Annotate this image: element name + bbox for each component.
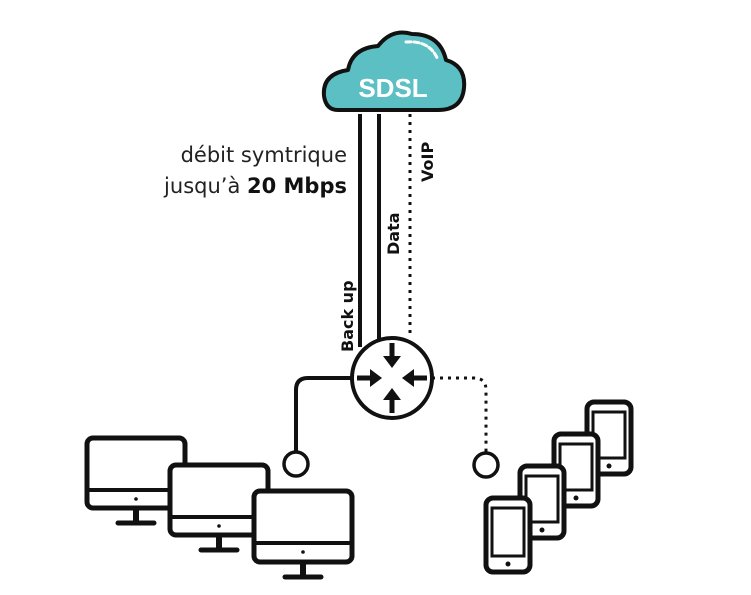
- voip-port-circle: [472, 451, 500, 479]
- phone-1: [483, 495, 533, 575]
- caption-line-2: jusqu’à 20 Mbps: [163, 174, 347, 198]
- voip-label: VoIP: [418, 142, 437, 182]
- desktop-monitor-icon: [84, 435, 188, 526]
- computer-3: [251, 488, 355, 580]
- caption-speed: 20 Mbps: [247, 174, 347, 198]
- backup-label: Back up: [338, 280, 357, 352]
- voip-connector-line: [432, 376, 488, 452]
- cloud-label: SDSL: [358, 73, 427, 103]
- computer-1: [84, 435, 188, 526]
- cloud-shape: [321, 30, 467, 112]
- desktop-monitor-icon: [251, 488, 355, 580]
- wired-connector-line: [294, 376, 352, 452]
- caption-line-1: débit symtrique: [181, 143, 347, 167]
- wired-port-circle: [282, 450, 310, 478]
- cloud-highlight: [404, 40, 440, 62]
- smartphone-icon: [483, 495, 533, 575]
- cloud-icon: SDSL: [321, 30, 467, 112]
- router-arrows: [357, 343, 427, 413]
- caption-prefix: jusqu’à: [163, 174, 247, 198]
- data-label: Data: [384, 212, 403, 255]
- router-icon: [350, 336, 434, 420]
